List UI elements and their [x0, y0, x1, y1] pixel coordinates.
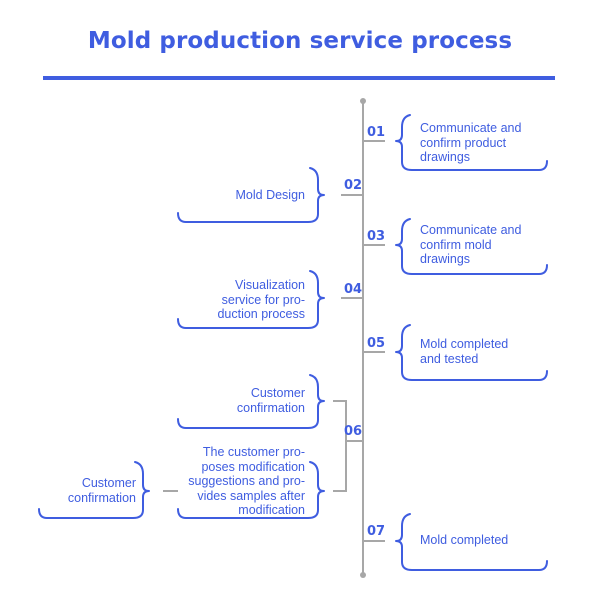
- step-label-02: Mold Design: [235, 188, 305, 202]
- step-number-04: 04: [344, 282, 363, 297]
- step-label-06-lower: The customer pro- poses modification sug…: [188, 445, 305, 517]
- step-label-07: Mold completed: [420, 533, 509, 547]
- step-number-05: 05: [367, 336, 386, 351]
- brace-07: [395, 513, 548, 571]
- brace-02: [177, 167, 325, 223]
- brace-05: [395, 324, 548, 381]
- timeline-top-dot: [360, 98, 366, 104]
- step-number-02: 02: [344, 178, 363, 193]
- side-note-label: Customer confirmation: [67, 476, 136, 505]
- brace-06-lower: [177, 461, 325, 519]
- step-label-04: Visualization service for pro- duction p…: [217, 278, 305, 321]
- page-title: Mold production service process: [87, 28, 513, 54]
- brace-03: [395, 218, 548, 275]
- connector-06: [333, 400, 347, 492]
- brace-01: [395, 114, 548, 171]
- step-number-03: 03: [367, 229, 386, 244]
- step-label-01: Communicate and confirm product drawings: [420, 121, 522, 164]
- brace-04: [177, 270, 325, 329]
- step-number-07: 07: [367, 524, 386, 539]
- brace-06-upper: [177, 374, 325, 429]
- step-label-06-upper: Customer confirmation: [236, 386, 305, 415]
- step-label-05: Mold completed and tested: [420, 337, 509, 366]
- brace-side-note: [38, 461, 150, 519]
- timeline-bottom-dot: [360, 572, 366, 578]
- step-label-03: Communicate and confirm mold drawings: [420, 223, 522, 266]
- step-number-06: 06: [344, 424, 363, 439]
- title-underline: [43, 76, 555, 80]
- step-number-01: 01: [367, 125, 386, 140]
